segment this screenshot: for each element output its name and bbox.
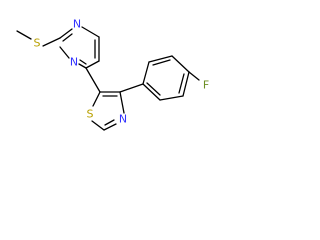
bond-c-f xyxy=(188,71,200,81)
bond-ph-5-6 xyxy=(159,95,184,101)
bond-n3-c2 xyxy=(59,46,70,59)
atom-label-n-thiazole: N xyxy=(119,113,127,126)
bond-c2-n1 xyxy=(59,28,73,39)
structure-diagram: S N N S N F xyxy=(16,18,210,131)
bond-c5-c4 xyxy=(85,60,100,69)
atom-labels: S N N S N F xyxy=(34,18,210,126)
bond-c2-n1-inner xyxy=(62,33,73,42)
bond-th-n-c4 xyxy=(119,91,125,114)
bond-n1-c6 xyxy=(81,26,100,38)
bond-ph-2-3-inner xyxy=(152,59,171,66)
atom-label-s-methylthio: S xyxy=(34,37,41,50)
bond-th-c5-s xyxy=(92,91,101,107)
atom-label-n-pyrimidine-3: N xyxy=(70,56,78,69)
bond-ph-6-1-inner xyxy=(146,82,161,96)
bond-c4-n3-inner xyxy=(79,59,87,65)
bond-lines xyxy=(16,26,200,131)
bond-ph-2-3 xyxy=(148,55,173,63)
bond-methyl-s xyxy=(16,30,32,40)
atom-label-s-thiazole: S xyxy=(87,108,94,121)
atom-label-n-pyrimidine-1: N xyxy=(73,18,81,31)
atom-label-fluorine: F xyxy=(203,79,209,92)
bond-thiazole-phenyl xyxy=(119,83,144,93)
bond-th-s-c2 xyxy=(91,120,105,131)
bond-c4-thiazole xyxy=(85,67,101,93)
bond-c4-n3 xyxy=(78,63,87,69)
bond-ph-1-2 xyxy=(142,61,150,85)
bond-th-c2-n-inner xyxy=(104,119,115,126)
bond-ph-4-5 xyxy=(182,71,190,97)
bond-s-c2 xyxy=(42,37,61,47)
bond-ph-4-5-inner xyxy=(178,73,185,94)
bond-ph-3-4 xyxy=(171,55,190,73)
bond-ph-6-1 xyxy=(142,83,161,101)
bond-th-c2-n xyxy=(103,123,117,131)
